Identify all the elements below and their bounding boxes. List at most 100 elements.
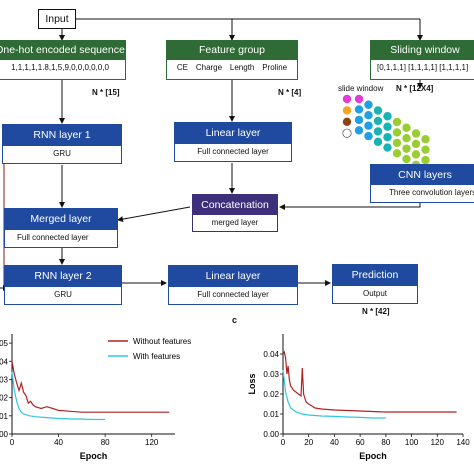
prediction-title: Prediction	[333, 265, 417, 286]
window-dot	[392, 149, 402, 158]
rnn-layer-1-box: RNN layer 1 GRU	[2, 124, 122, 164]
series-line	[11, 372, 106, 421]
x-tick-label: 80	[381, 438, 390, 447]
window-dot	[354, 105, 364, 114]
window-dot	[392, 117, 402, 127]
window-dot	[421, 135, 430, 144]
y-tick-label: 0.02	[263, 390, 279, 399]
window-dot	[354, 94, 364, 104]
window-dot	[402, 144, 411, 153]
sliding-window-content: [0,1,1,1] [1,1,1,1] [1,1,1,1]	[377, 63, 469, 72]
feature-group-title: Feature group	[167, 41, 297, 60]
y-tick-label: 0.04	[263, 350, 279, 359]
y-tick-label: 0.03	[0, 375, 9, 384]
onehot-box: One-hot encoded sequence 1,1,1,1,1.8,1,5…	[0, 40, 126, 80]
x-tick-label: 60	[356, 438, 365, 447]
window-dot	[373, 127, 383, 136]
rnn-layer-1-content: GRU	[53, 149, 71, 158]
chart-panel: 0.00 0.01 0.02 0.03 0.04 0 20 40 60 80 100 120 140Ep…	[247, 334, 470, 461]
slide-window-caption: slide window	[338, 84, 384, 93]
x-tick-label: 100	[405, 438, 419, 447]
x-axis-label: Epoch	[359, 451, 387, 461]
x-tick-label: 0	[10, 438, 15, 447]
x-tick-label: 0	[281, 438, 286, 447]
concatenation-content: merged layer	[211, 218, 259, 227]
onehot-title: One-hot encoded sequence	[0, 41, 125, 60]
x-tick-label: 120	[431, 438, 445, 447]
window-dot	[342, 94, 352, 104]
y-tick-label: 0.02	[0, 394, 9, 403]
merged-layer-box: Merged layer Full connected layer	[4, 208, 118, 248]
rnn-layer-2-box: RNN layer 2 GRU	[4, 265, 122, 305]
feature-group-dim: N * [4]	[278, 88, 302, 97]
window-dot	[364, 100, 373, 109]
window-dot	[383, 122, 392, 131]
y-tick-label: 0.00	[263, 430, 279, 439]
cnn-layers-title: CNN layers	[371, 165, 474, 185]
window-dot	[373, 116, 383, 126]
y-tick-label: 0.05	[0, 339, 9, 348]
cnn-layers-content: Three convolution layers	[389, 188, 474, 197]
series-line	[11, 361, 170, 413]
prediction-content: Output	[362, 289, 387, 298]
linear-layer-1-title: Linear layer	[175, 123, 291, 144]
window-dot	[383, 112, 392, 121]
window-dot	[342, 128, 352, 138]
x-tick-label: 140	[456, 438, 470, 447]
sliding-window-title: Sliding window	[371, 41, 474, 60]
window-dot	[421, 145, 430, 154]
rnn-layer-2-content: GRU	[54, 290, 72, 299]
cnn-layers-box: CNN layers Three convolution layers	[370, 164, 474, 203]
window-dot	[392, 138, 402, 148]
merged-layer-title: Merged layer	[5, 209, 117, 230]
window-dot	[402, 154, 411, 164]
window-dot	[373, 137, 383, 147]
y-tick-label: 0.01	[263, 410, 279, 419]
window-dot	[354, 115, 364, 125]
rnn-layer-1-title: RNN layer 1	[3, 125, 121, 146]
concatenation-title: Concatenation	[193, 195, 277, 215]
window-dot	[354, 126, 364, 135]
linear-layer-2-content: Full connected layer	[197, 290, 269, 299]
input-label: Input	[45, 13, 69, 25]
window-dot	[402, 123, 411, 132]
prediction-dim: N * [42]	[362, 307, 390, 316]
y-tick-label: 0.00	[0, 430, 9, 439]
feature-item: CE	[176, 63, 189, 72]
onehot-content: 1,1,1,1,1.8,1,5,9,0,0,0,0,0,0	[11, 63, 109, 72]
x-tick-label: 40	[330, 438, 339, 447]
feature-item: Charge	[195, 63, 223, 72]
window-dot	[373, 106, 383, 115]
window-dot	[364, 121, 373, 130]
window-dot	[342, 106, 352, 115]
window-dot	[421, 155, 430, 165]
x-tick-label: 20	[304, 438, 313, 447]
merged-layer-content: Full connected layer	[17, 233, 89, 242]
y-tick-label: 0.03	[263, 370, 279, 379]
onehot-dim: N * [15]	[92, 88, 120, 97]
y-tick-label: 0.04	[0, 357, 9, 366]
window-dot	[383, 132, 392, 142]
window-dot	[411, 139, 421, 149]
concatenation-box: Concatenation merged layer	[192, 194, 278, 232]
y-axis-label: Loss	[247, 373, 257, 394]
y-tick-label: 0.01	[0, 412, 9, 421]
sliding-window-dim: N * [12X4]	[396, 84, 434, 93]
input-box: Input	[38, 9, 76, 29]
sliding-window-box: Sliding window [0,1,1,1] [1,1,1,1] [1,1,…	[370, 40, 474, 80]
window-dot	[342, 117, 352, 127]
linear-layer-1-content: Full connected layer	[197, 147, 269, 156]
window-dot	[364, 110, 373, 120]
legend-label: With features	[133, 352, 180, 361]
prediction-box: Prediction Output	[332, 264, 418, 304]
feature-group-items: CE Charge Length Proline	[167, 60, 297, 76]
window-dot	[364, 131, 373, 141]
feature-item: Length	[229, 63, 255, 72]
linear-layer-2-title: Linear layer	[169, 266, 297, 287]
window-dot	[392, 128, 402, 137]
rnn-layer-2-title: RNN layer 2	[5, 266, 121, 287]
legend-label: Without features	[133, 337, 191, 346]
linear-layer-1-box: Linear layer Full connected layer	[174, 122, 292, 162]
